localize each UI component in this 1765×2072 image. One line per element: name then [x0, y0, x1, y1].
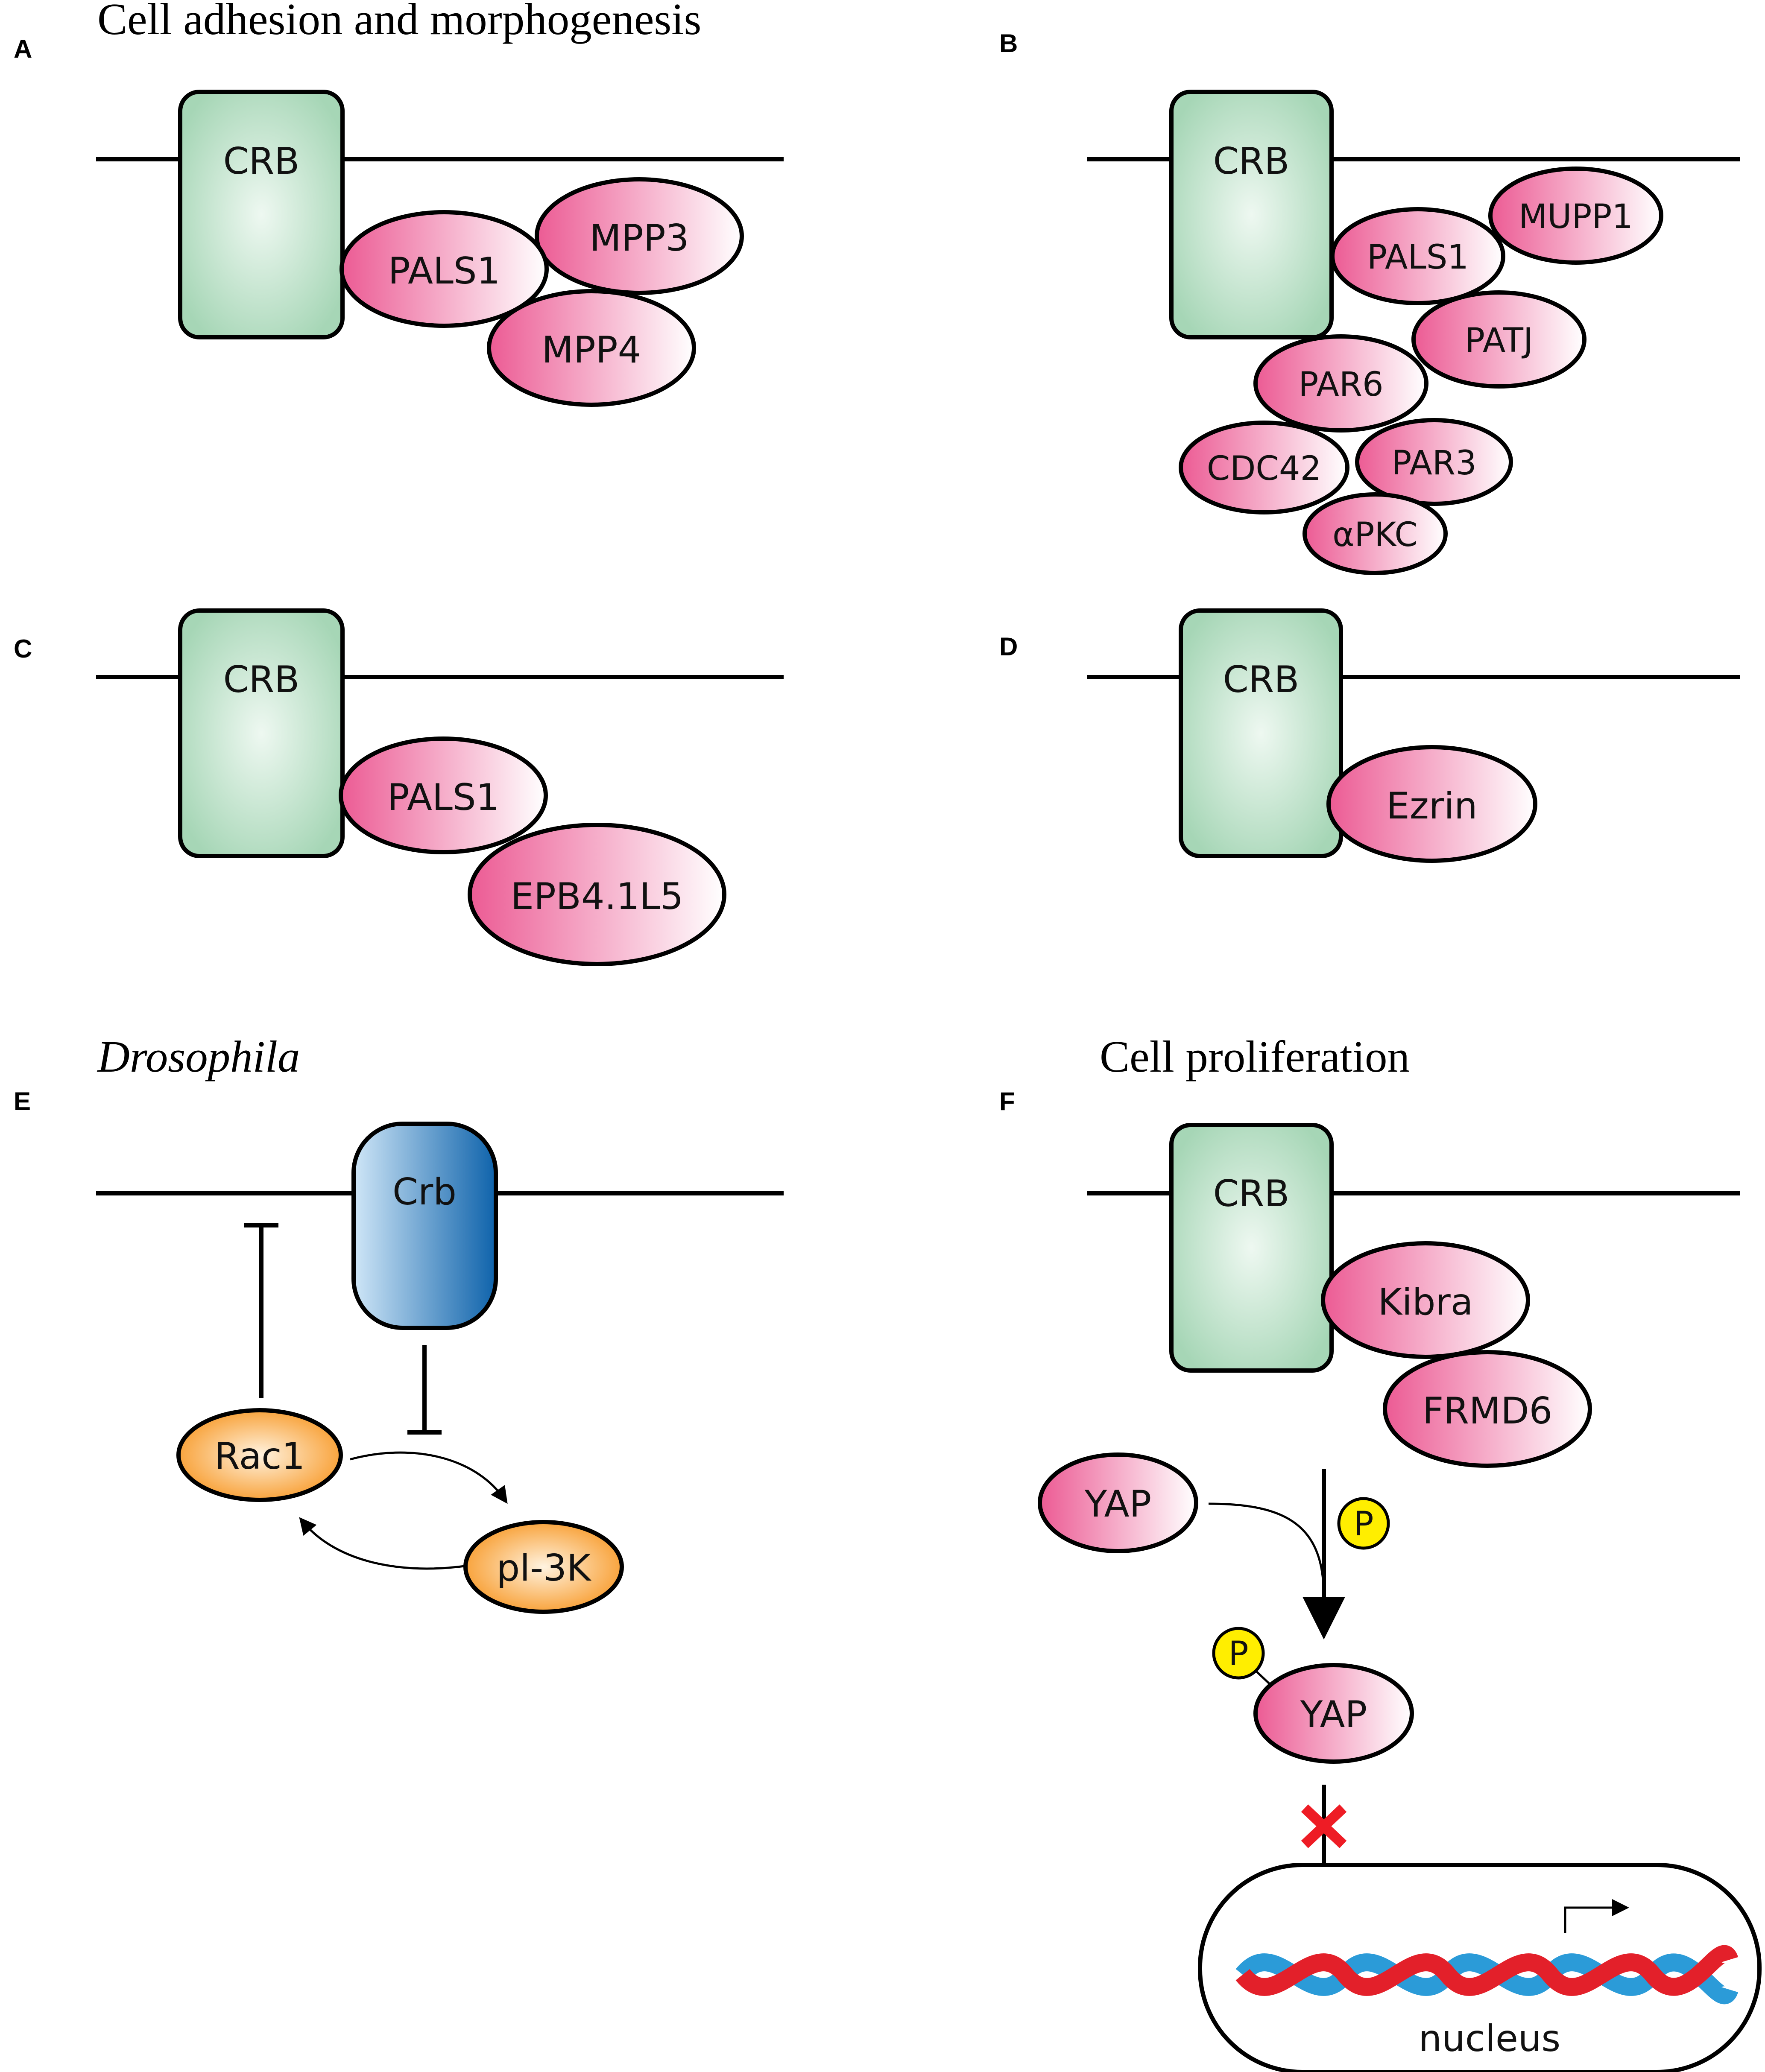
- crb-receptor-drosophila: [351, 1122, 498, 1330]
- protein-yap-phosphorylated: [1253, 1663, 1414, 1764]
- protein-cdc42: [1179, 421, 1349, 514]
- protein-yap-label: YAP: [1084, 1483, 1152, 1526]
- protein-frmd6-label: FRMD6: [1423, 1390, 1552, 1432]
- protein-kibra-label: Kibra: [1378, 1281, 1473, 1324]
- panel-letter-c: C: [14, 634, 32, 663]
- panel-c: C CRB EPB4.1L5 PALS1: [14, 608, 784, 966]
- protein-apkc: [1303, 492, 1448, 575]
- protein-par6: [1253, 334, 1428, 433]
- protein-patj: [1411, 290, 1586, 389]
- crb-receptor: [178, 90, 345, 339]
- crb-receptor: [1179, 608, 1343, 858]
- protein-pals1: [1330, 207, 1505, 305]
- protein-patj-label: PATJ: [1465, 321, 1533, 360]
- dna-helix-icon: [1235, 1945, 1739, 2004]
- panel-letter-b: B: [999, 29, 1018, 58]
- crb-receptor: [1169, 1123, 1334, 1373]
- phospho-label: P: [1353, 1505, 1373, 1543]
- protein-mupp1: [1488, 167, 1663, 265]
- crb-label: CRB: [1223, 658, 1300, 701]
- panel-b: B CRB MUPP1 PALS1 PATJ PAR6 PAR3 CDC42 α…: [999, 29, 1740, 575]
- protein-cdc42-label: CDC42: [1207, 450, 1321, 488]
- protein-frmd6: [1383, 1350, 1592, 1468]
- nucleus-label: nucleus: [1419, 2017, 1560, 2060]
- protein-par6-label: PAR6: [1298, 365, 1383, 404]
- protein-pals1-label: PALS1: [387, 776, 499, 819]
- protein-mpp4: [487, 289, 696, 407]
- phospho-label: P: [1228, 1635, 1248, 1673]
- transcription-start-arrow: [1564, 1899, 1629, 1933]
- crb-label: CRB: [1213, 140, 1290, 183]
- protein-pi3k-label: pl-3K: [497, 1547, 592, 1590]
- protein-ezrin-label: Ezrin: [1386, 785, 1477, 827]
- protein-mpp4-label: MPP4: [542, 329, 641, 371]
- panel-a: A CRB MPP3 MPP4 PALS1: [14, 35, 784, 407]
- protein-rac1-label: Rac1: [214, 1435, 305, 1478]
- protein-pi3k: [463, 1520, 624, 1614]
- crb-label: CRB: [223, 140, 300, 183]
- protein-mpp3: [535, 177, 744, 295]
- panel-letter-e: E: [14, 1087, 31, 1116]
- heading-cell-proliferation: Cell proliferation: [1100, 1032, 1410, 1081]
- protein-par3-label: PAR3: [1391, 444, 1476, 482]
- protein-yap-phosphorylated-label: YAP: [1300, 1693, 1367, 1736]
- panel-d: D CRB Ezrin: [999, 608, 1740, 863]
- block-x-icon: [1301, 1804, 1347, 1848]
- protein-pals1-label: PALS1: [1367, 238, 1469, 277]
- crb-receptor: [178, 608, 345, 858]
- arrow-pi3k-to-rac1: [299, 1517, 465, 1570]
- phospho-badge: [1337, 1497, 1390, 1550]
- protein-par3: [1355, 418, 1513, 506]
- protein-ezrin: [1326, 745, 1537, 863]
- arrow-rac1-to-pi3k: [350, 1451, 508, 1504]
- panel-letter-d: D: [999, 632, 1018, 661]
- panel-e: E Crb Rac1 pl-3K: [14, 1087, 784, 1614]
- crb-receptor: [1169, 90, 1334, 339]
- protein-apkc-label: αPKC: [1332, 516, 1418, 554]
- panel-f: F CRB FRMD6 Kibra YAP P P YAP: [999, 1087, 1762, 2072]
- protein-kibra: [1321, 1241, 1530, 1359]
- crb-label: Crb: [392, 1171, 457, 1213]
- protein-pals1-label: PALS1: [388, 250, 500, 292]
- panel-letter-a: A: [14, 35, 32, 63]
- arrow-yap-feed: [1208, 1502, 1324, 1580]
- protein-yap: [1038, 1452, 1198, 1553]
- protein-epb41l5: [468, 823, 726, 966]
- protein-mupp1-label: MUPP1: [1519, 198, 1633, 236]
- protein-epb41l5-label: EPB4.1L5: [511, 875, 684, 918]
- phospho-badge: [1212, 1627, 1265, 1680]
- crb-label: CRB: [1213, 1172, 1290, 1215]
- protein-rac1: [176, 1408, 343, 1502]
- crb-label: CRB: [223, 658, 300, 701]
- heading-drosophila: Drosophila: [97, 1032, 300, 1081]
- protein-pals1: [340, 210, 549, 328]
- protein-pals1: [339, 736, 548, 854]
- protein-mpp3-label: MPP3: [590, 217, 689, 260]
- heading-cell-adhesion: Cell adhesion and morphogenesis: [97, 0, 701, 44]
- panel-letter-f: F: [999, 1087, 1015, 1116]
